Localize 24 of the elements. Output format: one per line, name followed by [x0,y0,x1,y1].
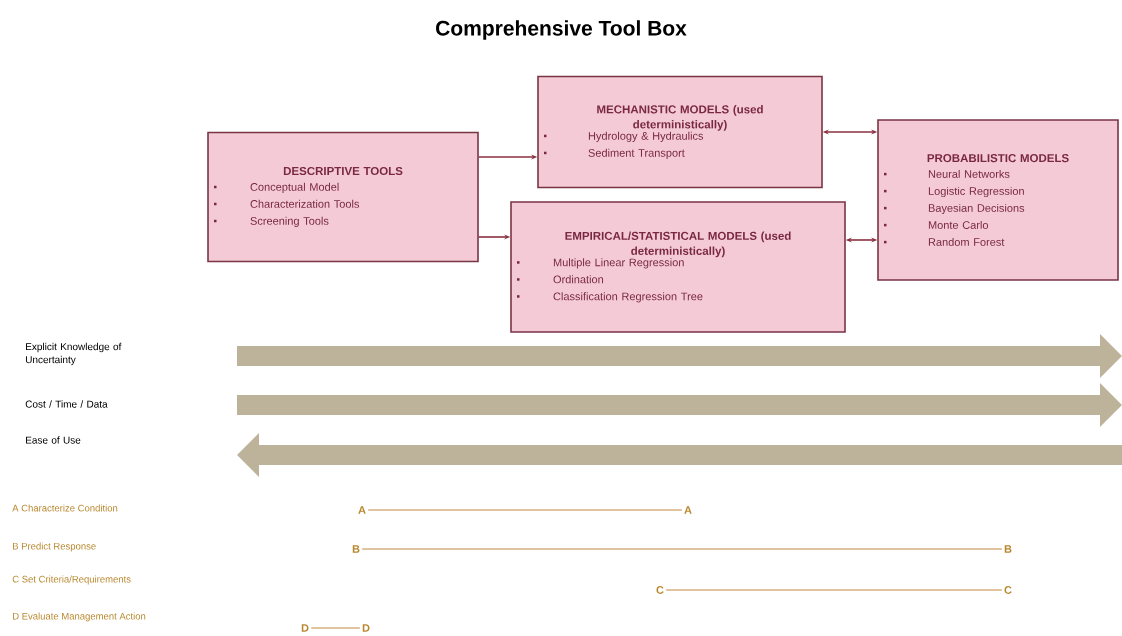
model-box: DESCRIPTIVE TOOLS Conceptual Model Characterization Tools Screening Tools [207,131,479,263]
model-box: EMPIRICAL/STATISTICAL MODELS (used deterministically) Multiple Linear Regression Ordination Classification Regression Tree [510,201,846,333]
step-label: B Predict Response [13,542,96,552]
range-letter: D [301,624,309,632]
step-label: A Characterize Condition [12,504,118,512]
step-label: D Evaluate Management Action [13,612,146,622]
range-letter: D [362,624,370,632]
row-label: Ease of Use [26,436,81,444]
connector [361,548,1003,550]
range-letter: B [352,545,360,553]
model-box: PROBABILISTIC MODELS Neural Networks Logistic Regression Bayesian Decisions Monte Carlo Random Forest [877,119,1119,281]
connector [665,589,1003,591]
row-label: Explicit Knowledge of Uncertainty [26,342,122,366]
row-label: Cost / Time / Data [25,400,108,408]
range-letter: C [656,586,664,594]
range-letter: B [1004,545,1012,553]
step-label: C Set Criteria/Requirements [12,575,131,585]
connector [310,627,361,629]
range-letter: A [684,506,692,514]
model-box: MECHANISTIC MODELS (used deterministically) Hydrology & Hydraulics Sediment Transport [537,75,823,189]
range-letter: C [1004,586,1012,594]
connector [367,509,683,511]
range-letter: A [358,506,366,514]
title: Comprehensive Tool Box [436,20,687,40]
